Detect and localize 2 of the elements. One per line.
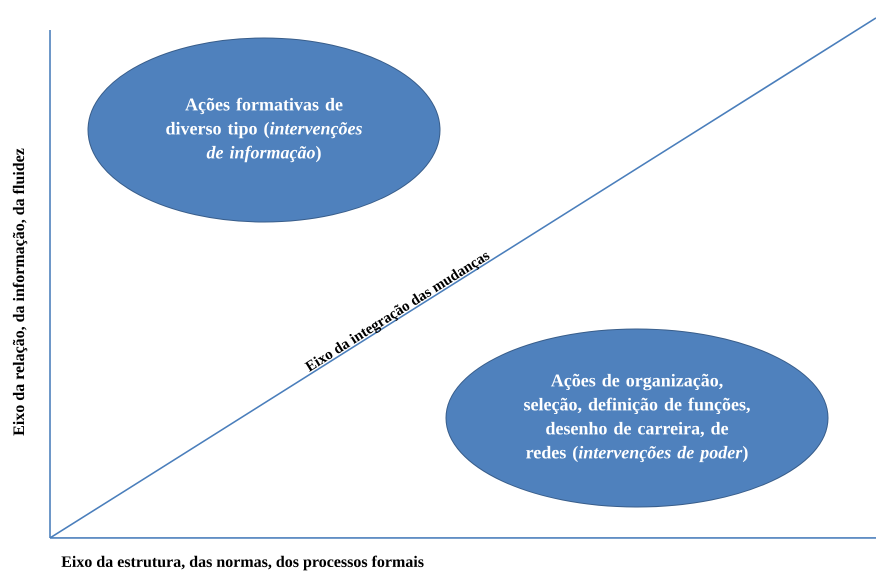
axis-label: Eixo da estrutura, das normas, dos processos formais <box>61 556 424 570</box>
axis-label: Eixo da relação, da informação, da fluidez <box>12 148 28 436</box>
